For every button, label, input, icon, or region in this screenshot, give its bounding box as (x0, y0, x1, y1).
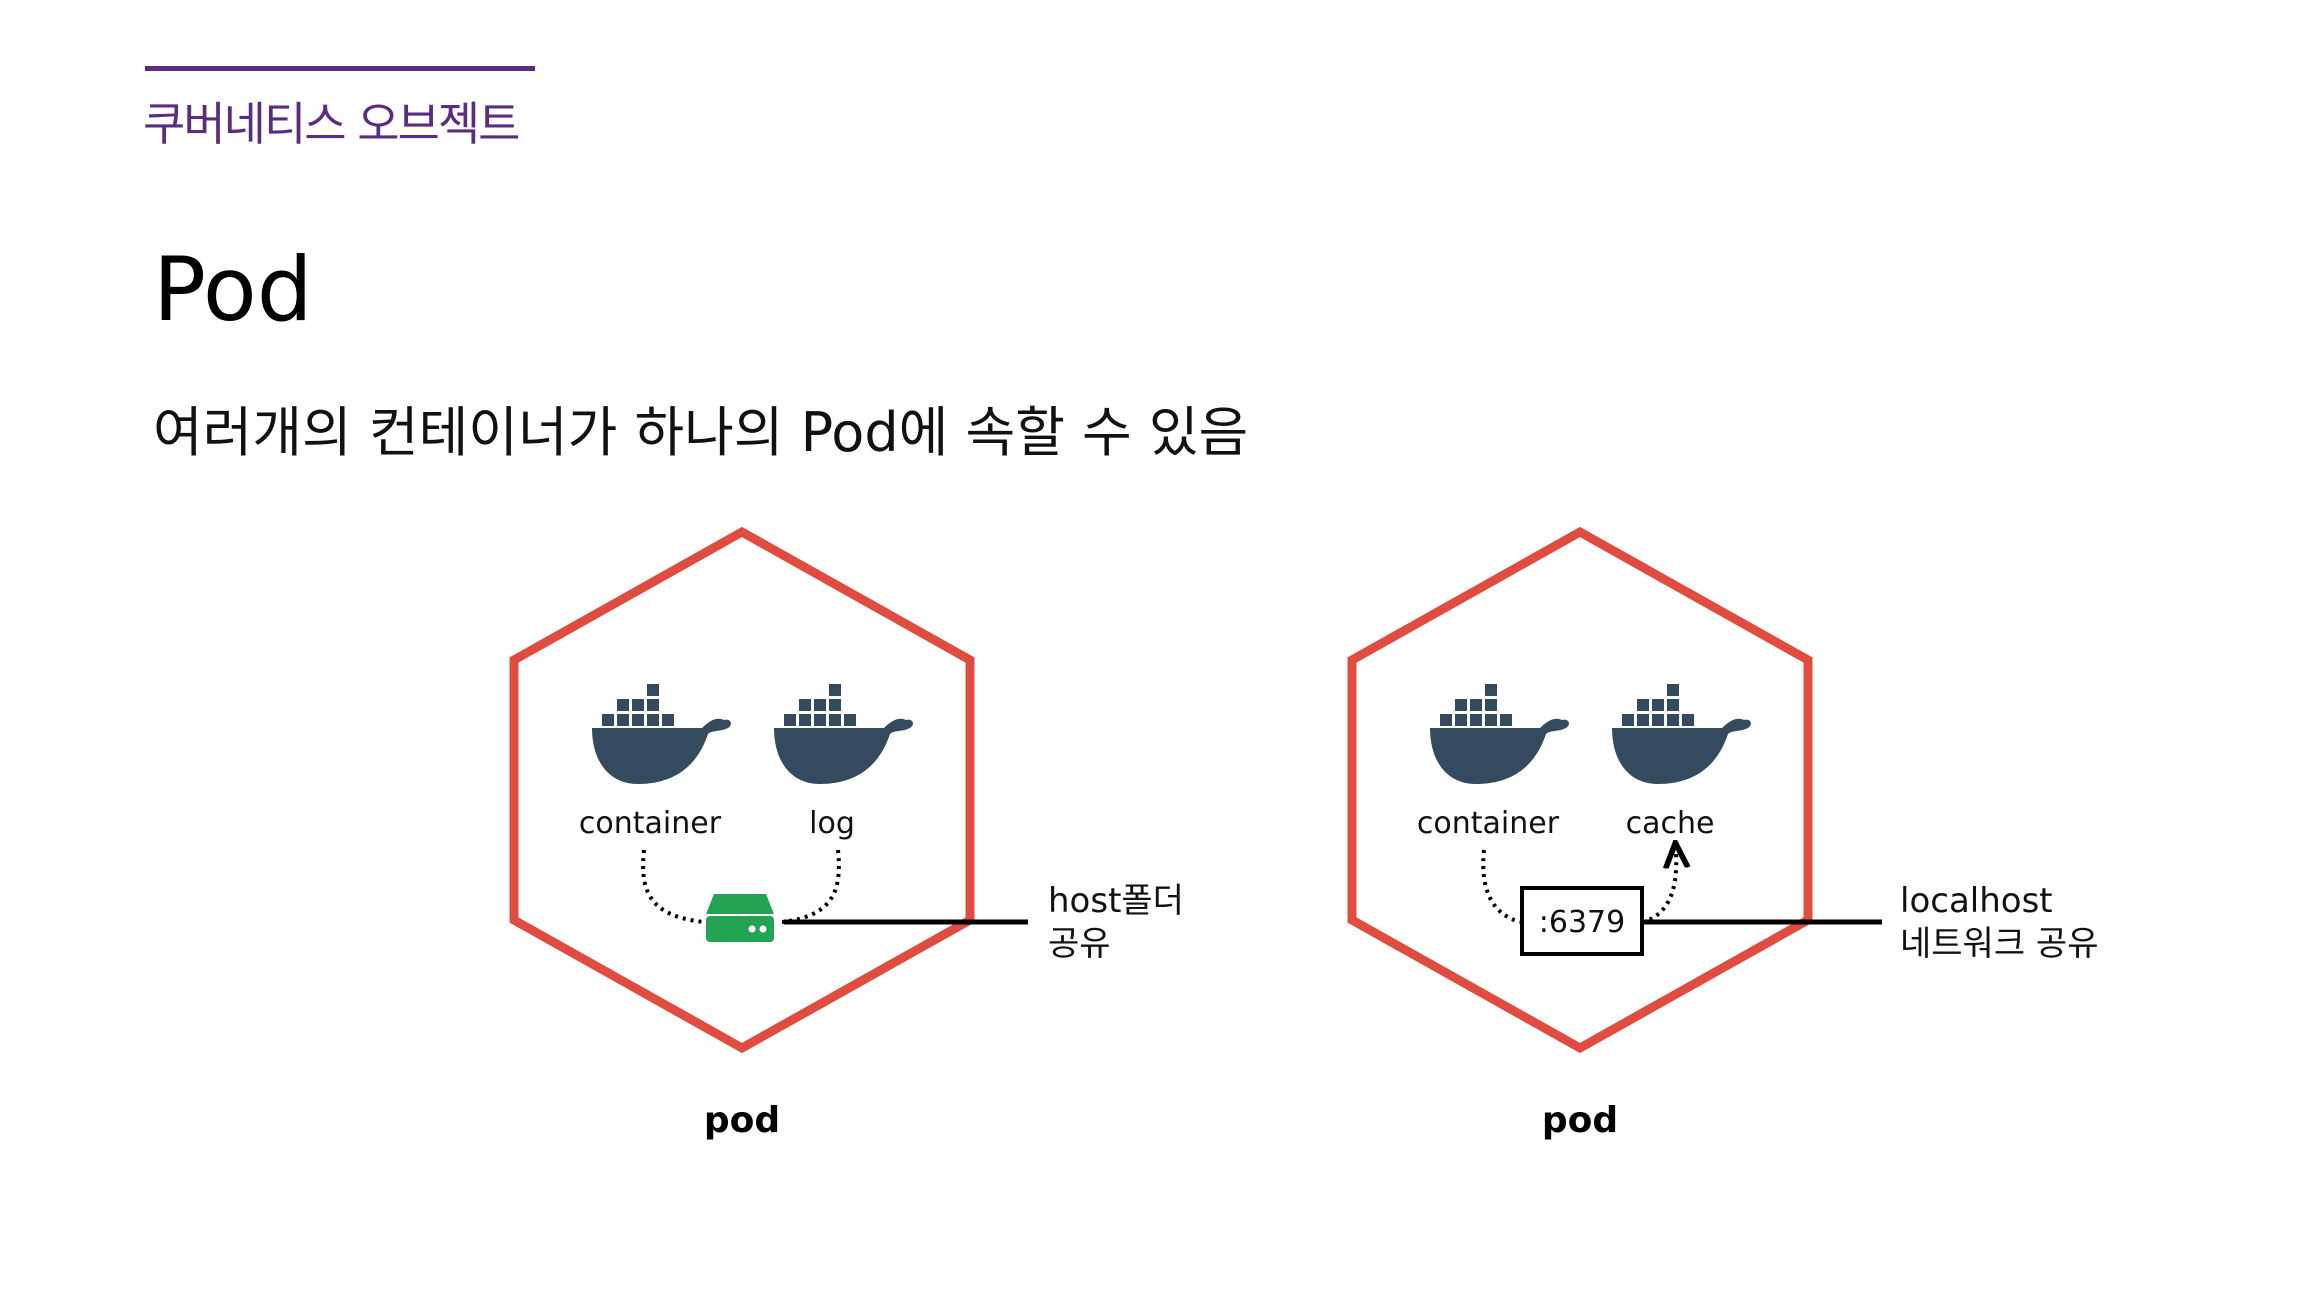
link-dotted (641, 849, 705, 924)
link-dotted (781, 849, 841, 924)
link-dotted-arrow (1641, 854, 1676, 924)
pod-hexagon (1347, 526, 1813, 1054)
storage-icon (706, 894, 774, 942)
pod-2: container cache :6379 localhost 네트워크 공유 … (1347, 526, 2099, 1141)
link-dotted (1481, 849, 1521, 924)
docker-whale-icon (1612, 684, 1751, 784)
subtitle: 여러개의 컨테이너가 하나의 Pod에 속할 수 있음 (153, 401, 1249, 464)
section-label: 쿠버네티스 오브젝트 (143, 97, 521, 151)
pod-hexagon (509, 526, 975, 1054)
docker-whale-icon (1430, 684, 1569, 784)
container-label: container (1417, 806, 1560, 841)
container-label: log (809, 806, 855, 841)
docker-whale-icon (592, 684, 731, 784)
pod-label: pod (704, 1100, 780, 1141)
port-box (1520, 886, 1644, 956)
docker-whale-icon (774, 684, 913, 784)
section-divider (145, 66, 535, 71)
page-title: Pod (153, 238, 313, 341)
pod-1: container log host폴더 공유 pod (509, 526, 1184, 1141)
container-label: cache (1626, 806, 1715, 841)
callout-text: host폴더 (1048, 881, 1184, 921)
callout-text: 네트워크 공유 (1900, 924, 2099, 964)
pod-label: pod (1542, 1100, 1618, 1141)
callout-text: 공유 (1048, 924, 1111, 964)
callout-text: localhost (1900, 881, 2053, 921)
port-label: :6379 (1539, 905, 1625, 940)
container-label: container (579, 806, 722, 841)
